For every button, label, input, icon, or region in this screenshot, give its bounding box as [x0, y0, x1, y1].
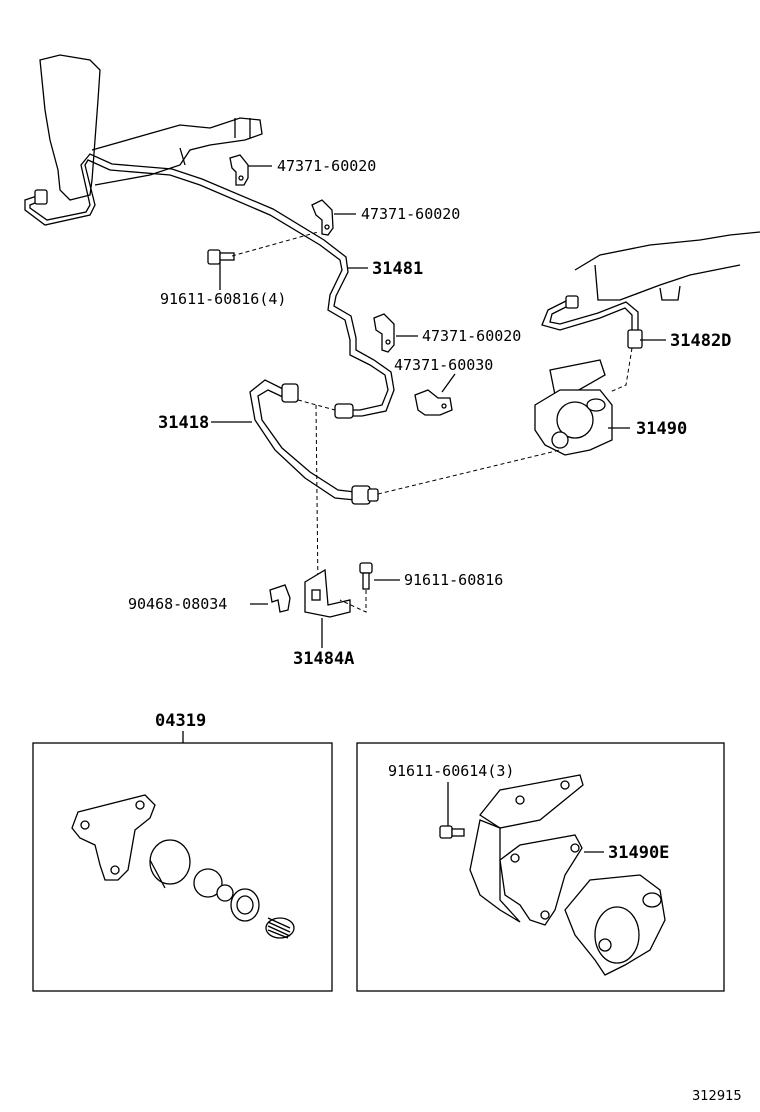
label-clamp-3: 47371-60020 — [422, 327, 521, 345]
diagram-id: 312915 — [692, 1089, 742, 1104]
kit-components — [71, 794, 295, 939]
valve-31490 — [534, 359, 613, 456]
clutch-tube-31482d — [541, 295, 643, 349]
label-bolt-3: 91611-60614(3) — [388, 762, 514, 780]
label-clamp-4: 47371-60030 — [394, 356, 493, 374]
label-bolt-single: 91611-60816 — [404, 571, 503, 589]
clutch-tube-31481 — [24, 153, 395, 419]
valve-assembly-31490e — [469, 774, 666, 976]
label-clamp-1: 47371-60020 — [277, 157, 376, 175]
label-kit: 04319 — [155, 711, 206, 731]
label-hose-31418: 31418 — [158, 413, 209, 433]
valve-assy-box — [356, 742, 725, 992]
label-valve-assy: 31490E — [608, 843, 669, 863]
bolt-91611-60614-3 — [439, 825, 465, 839]
label-clamp-2: 47371-60020 — [361, 205, 460, 223]
bolt-91611-60816-4 — [207, 249, 235, 265]
label-tube-31481: 31481 — [372, 259, 423, 279]
label-valve-31490: 31490 — [636, 419, 687, 439]
label-tube-31482d: 31482D — [670, 331, 731, 351]
clamp-47371-60020-c — [373, 313, 395, 353]
clamp-47371-60020-a — [229, 154, 249, 186]
bolt-91611-60816 — [359, 562, 373, 590]
label-clip: 90468-08034 — [128, 595, 227, 613]
bracket-31484a — [304, 568, 351, 618]
body-panel — [574, 231, 760, 301]
clamp-47371-60020-b — [311, 199, 334, 236]
clamp-47371-60030 — [414, 389, 453, 416]
callouts — [211, 165, 666, 648]
kit-box — [32, 742, 333, 992]
label-bolt-4: 91611-60816(4) — [160, 290, 286, 308]
clutch-hose-31418 — [249, 379, 379, 505]
clip-90468-08034 — [269, 584, 291, 613]
label-bracket: 31484A — [293, 649, 354, 669]
clutch-master-cylinder — [39, 54, 263, 201]
